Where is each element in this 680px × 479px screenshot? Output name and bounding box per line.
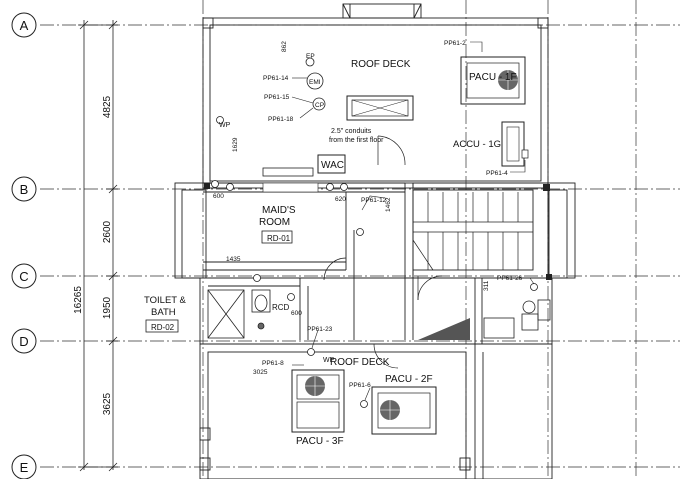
- electrical-symbols: [305, 57, 326, 111]
- maids-room-window: [262, 182, 319, 193]
- circuit-pp-8: PP61-8: [262, 360, 284, 367]
- maids-room-tag: RD-01: [267, 234, 291, 243]
- pacu-1f-unit: [460, 56, 526, 105]
- wac-box: [317, 154, 346, 174]
- grid-bubble-e-label: E: [20, 460, 29, 475]
- dim-311: 311: [483, 280, 490, 291]
- toilet-fixtures: [207, 289, 271, 339]
- grid-bubble-a-label: A: [20, 18, 29, 33]
- roof-deck-bottom-label: ROOF DECK: [330, 357, 390, 368]
- ep-label: EP: [306, 53, 315, 60]
- ramp-hatch: [418, 318, 470, 340]
- grid-bubble-b-label: B: [20, 182, 29, 197]
- circuit-pp-26: PP61-26: [497, 275, 523, 282]
- toilet-tag: RD-02: [151, 323, 175, 332]
- dim-segment-1: 4825: [102, 95, 113, 118]
- dim-1435: 1435: [226, 256, 241, 263]
- roof-deck-top-label: ROOF DECK: [351, 59, 411, 70]
- pacu-2f-label: PACU - 2F: [385, 374, 433, 385]
- circuit-pp-18: PP61-18: [268, 116, 294, 123]
- grid-bubble-a: [11, 12, 37, 38]
- pacu-1f-label: PACU - 1F: [469, 72, 517, 83]
- outlet-symbols: [211, 116, 538, 408]
- kitchen-fixtures: [483, 299, 551, 339]
- cp-label: CP: [315, 102, 324, 109]
- circuit-pp-14: PP61-14: [263, 75, 289, 82]
- circuit-pp-1f: PP61-2: [444, 40, 466, 47]
- conduits-note-1: 2.5" conduits: [331, 128, 372, 135]
- dim-1462: 1462: [385, 197, 392, 212]
- wp-label-2: WP: [323, 357, 335, 364]
- columns: [204, 183, 552, 280]
- circuit-pp-23: PP61-23: [307, 326, 333, 333]
- toilet-tag-box: [145, 319, 179, 333]
- dim-segment-3: 1950: [102, 296, 113, 319]
- dim-600: 600: [213, 193, 224, 200]
- stair-treads: [412, 192, 533, 271]
- pacu-3f-label: PACU - 3F: [296, 436, 344, 447]
- grid-bubble-d-label: D: [19, 334, 28, 349]
- circuit-leaders: [205, 41, 535, 401]
- accu-1g-unit: [501, 121, 529, 167]
- toilet-label-1: TOILET &: [144, 295, 187, 306]
- circuit-pp-12: PP61-12: [361, 197, 387, 204]
- toilet-label-2: BATH: [151, 307, 176, 318]
- grid-bubble-b: [11, 176, 37, 202]
- pacu-3f-unit: [291, 369, 345, 433]
- circuit-pp-6: PP61-6: [349, 382, 371, 389]
- circuit-pp-4: PP61-4: [486, 170, 508, 177]
- dim-862: 862: [281, 41, 288, 52]
- wp-label-1: WP: [219, 122, 231, 129]
- grid-bubble-d: [11, 328, 37, 354]
- skylight: [346, 95, 414, 121]
- dim-segment-2: 2600: [102, 220, 113, 243]
- dim-segment-4: 3625: [102, 392, 113, 415]
- rcd-label: RCD: [272, 303, 290, 312]
- pacu-2f-unit: [371, 386, 437, 435]
- grid-bubble-e: [11, 454, 37, 479]
- maids-room-label-1: MAID'S: [262, 205, 296, 216]
- dim-1629: 1629: [232, 137, 239, 152]
- grid-lines: [40, 0, 680, 479]
- dimension-lines: [78, 20, 118, 472]
- conduits-note-2: from the first floor: [329, 137, 384, 144]
- circuit-pp-15: PP61-15: [264, 94, 290, 101]
- dim-620: 620: [335, 196, 346, 203]
- dim-600b: 600: [291, 310, 302, 317]
- maids-room-tag-box: [261, 230, 293, 244]
- walls: [174, 3, 576, 479]
- accu-1g-label: ACCU - 1G: [453, 139, 501, 150]
- grid-bubble-c: [11, 263, 37, 289]
- dim-3025: 3025: [253, 369, 268, 376]
- grid-bubbles: A B C D E: [11, 12, 37, 479]
- door-swings: [323, 135, 443, 369]
- grid-bubble-c-label: C: [19, 269, 28, 284]
- wac-unit: [262, 167, 314, 177]
- dim-total: 16265: [73, 286, 84, 314]
- wac-label: WAC: [321, 160, 344, 171]
- emi-label: EMI: [309, 79, 321, 86]
- maids-room-label-2: ROOM: [259, 217, 290, 228]
